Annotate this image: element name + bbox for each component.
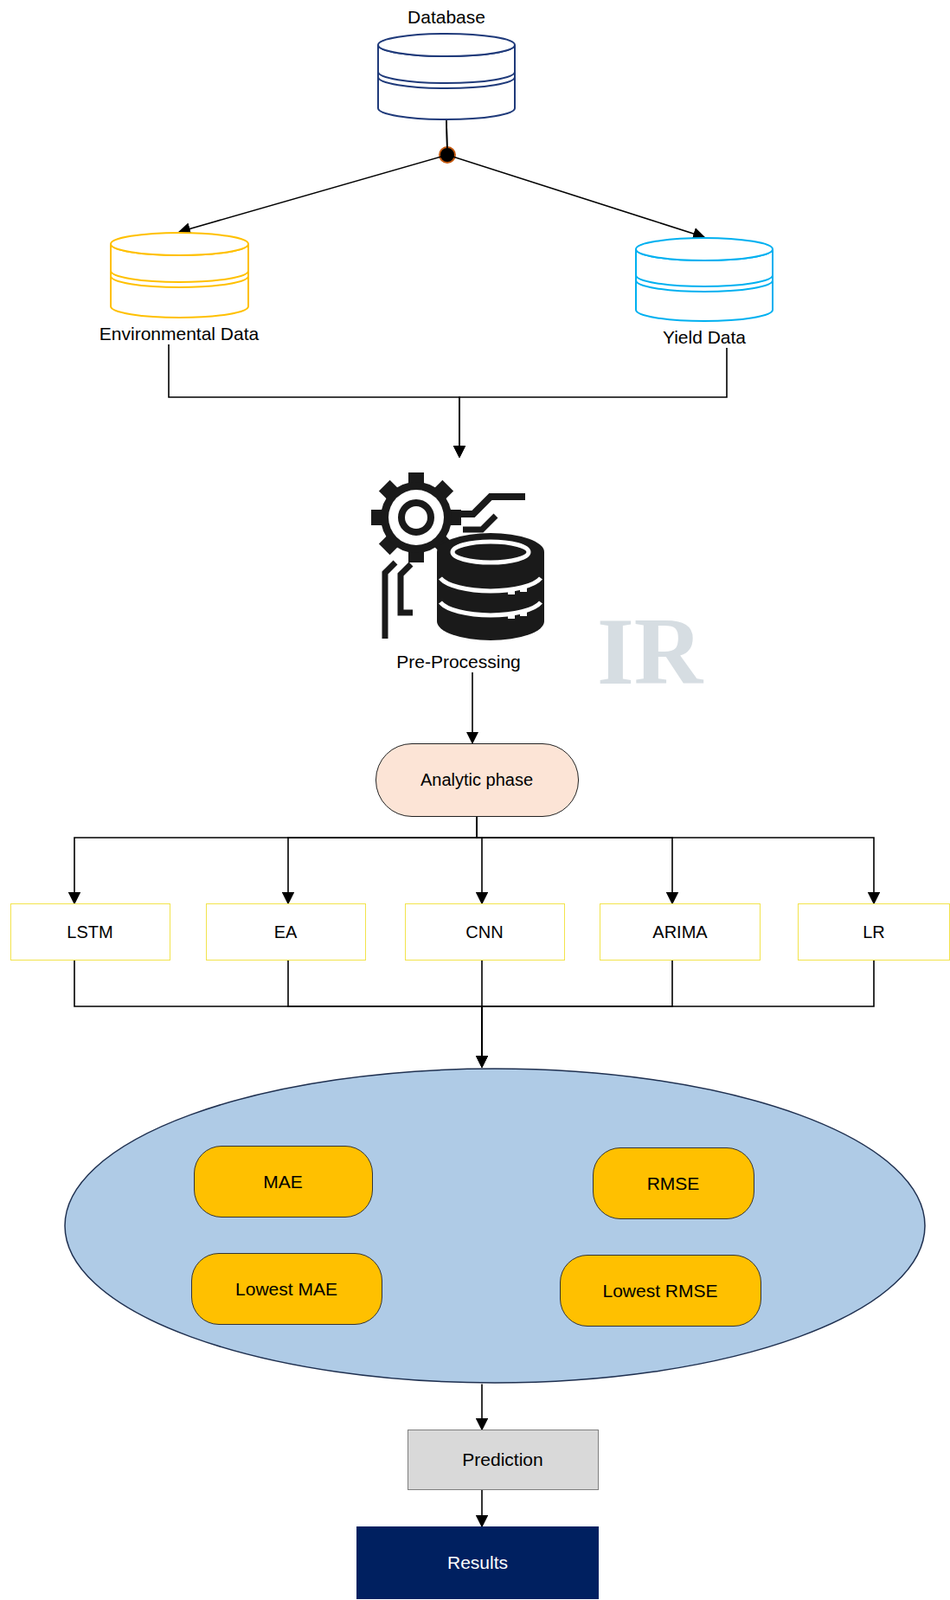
node-label: Environmental Data (99, 323, 259, 345)
process-box: Results (356, 1526, 599, 1599)
connector-arrow (476, 816, 874, 905)
node-label: LR (862, 922, 886, 943)
node-label: LSTM (66, 922, 113, 943)
node-label: EA (274, 922, 298, 943)
ellipse-shape (63, 1066, 927, 1385)
connector-arrow (168, 344, 460, 457)
process-box: Lowest MAE (191, 1252, 383, 1325)
process-box: LR (797, 903, 950, 961)
connector-arrow (476, 816, 482, 905)
database-cylinder: Database (377, 6, 516, 121)
cylinder-shape (109, 231, 250, 319)
process-box: Lowest RMSE (559, 1254, 762, 1327)
cylinder-shape (377, 32, 516, 121)
connector-arrow (476, 816, 673, 905)
node-label: Pre-Processing (396, 651, 521, 673)
connector-arrow (74, 960, 482, 1067)
node-label: CNN (465, 922, 503, 943)
process-icon: Pre-Processing (360, 456, 557, 673)
node-label: Results (447, 1552, 508, 1573)
process-box: EA (205, 903, 366, 961)
node-label: Yield Data (662, 327, 746, 348)
process-box: ARIMA (599, 903, 761, 961)
process-box: CNN (404, 903, 565, 961)
preprocessing-icon (360, 456, 557, 643)
connector-arrow (74, 816, 477, 905)
node-label: RMSE (647, 1173, 700, 1194)
connector-arrow (481, 960, 673, 1067)
database-cylinder: Environmental Data (99, 231, 259, 345)
connector-arrow (288, 816, 477, 905)
node-label: Analytic phase (420, 770, 533, 790)
process-box: Prediction (407, 1429, 599, 1490)
cylinder-shape (635, 237, 774, 322)
node-label: ARIMA (652, 922, 707, 943)
connector-arrow (471, 672, 474, 744)
node-label: Lowest MAE (235, 1278, 338, 1300)
process-box: LSTM (10, 903, 171, 961)
node-label: Lowest RMSE (602, 1280, 718, 1302)
connector-arrow (288, 960, 482, 1067)
node-label: MAE (263, 1171, 303, 1193)
watermark: IR (596, 596, 703, 707)
process-box: RMSE (592, 1147, 755, 1220)
process-box: Analytic phase (375, 743, 579, 817)
connector-arrow (446, 120, 705, 238)
node-label: Prediction (462, 1449, 543, 1470)
connector-arrow (481, 960, 874, 1067)
database-cylinder: Yield Data (635, 237, 774, 348)
connector-arrow (481, 1489, 483, 1527)
process-box: MAE (193, 1145, 373, 1218)
connector-arrow (459, 347, 727, 457)
connector-arrow (481, 1384, 483, 1431)
node-label: Database (407, 6, 486, 28)
evaluation-ellipse: MAE RMSE Lowest MAE Lowest RMSE (63, 1066, 927, 1385)
connector-arrow (179, 120, 448, 232)
